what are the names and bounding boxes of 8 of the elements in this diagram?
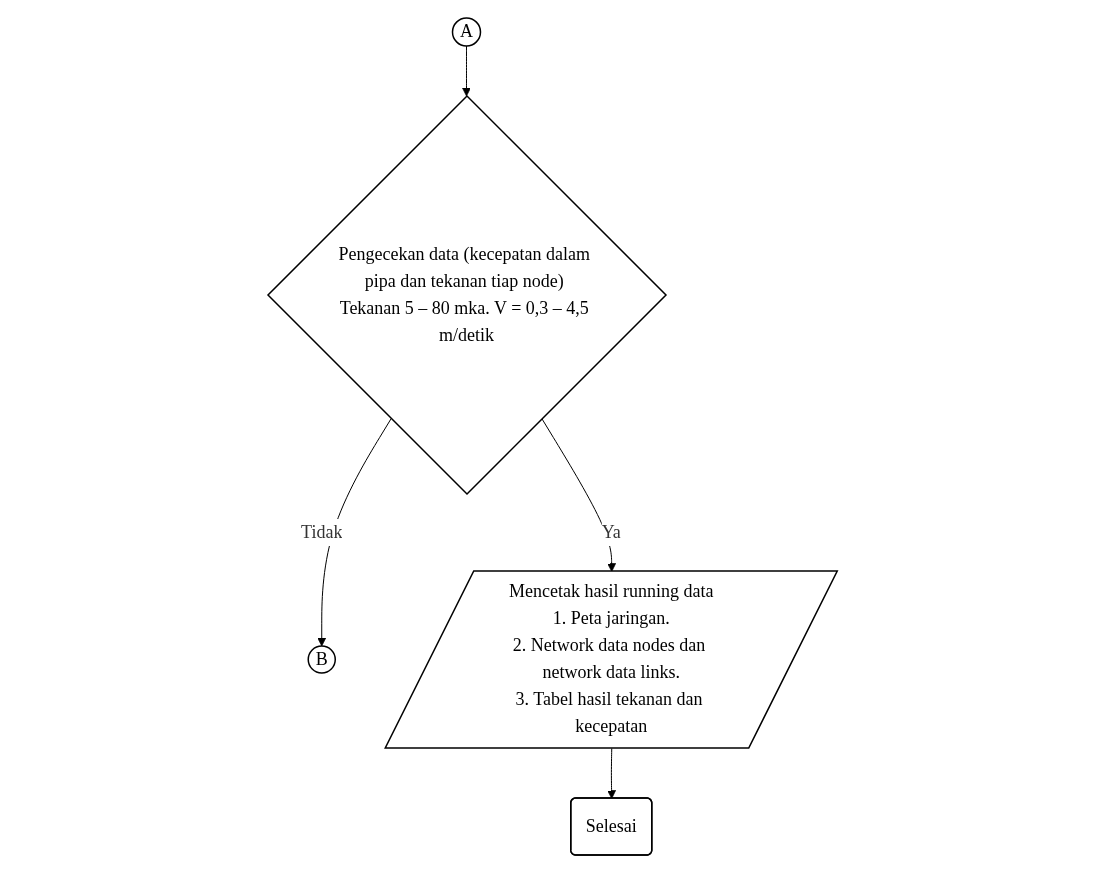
arrow: [317, 417, 392, 646]
arrow: [607, 747, 617, 799]
arrow: [462, 45, 472, 96]
node-diamond: Pengecekan data (kecepatan dalam pipa dan tekanan tiap node) Tekanan 5 – 80 mka. V = 0,3 – 4,5 m/detik: [267, 94, 668, 495]
edge-label: Ya: [602, 521, 622, 542]
node-circle: B: [307, 644, 337, 674]
node-circle: A: [452, 16, 482, 47]
edge-label: Tidak: [301, 521, 343, 542]
